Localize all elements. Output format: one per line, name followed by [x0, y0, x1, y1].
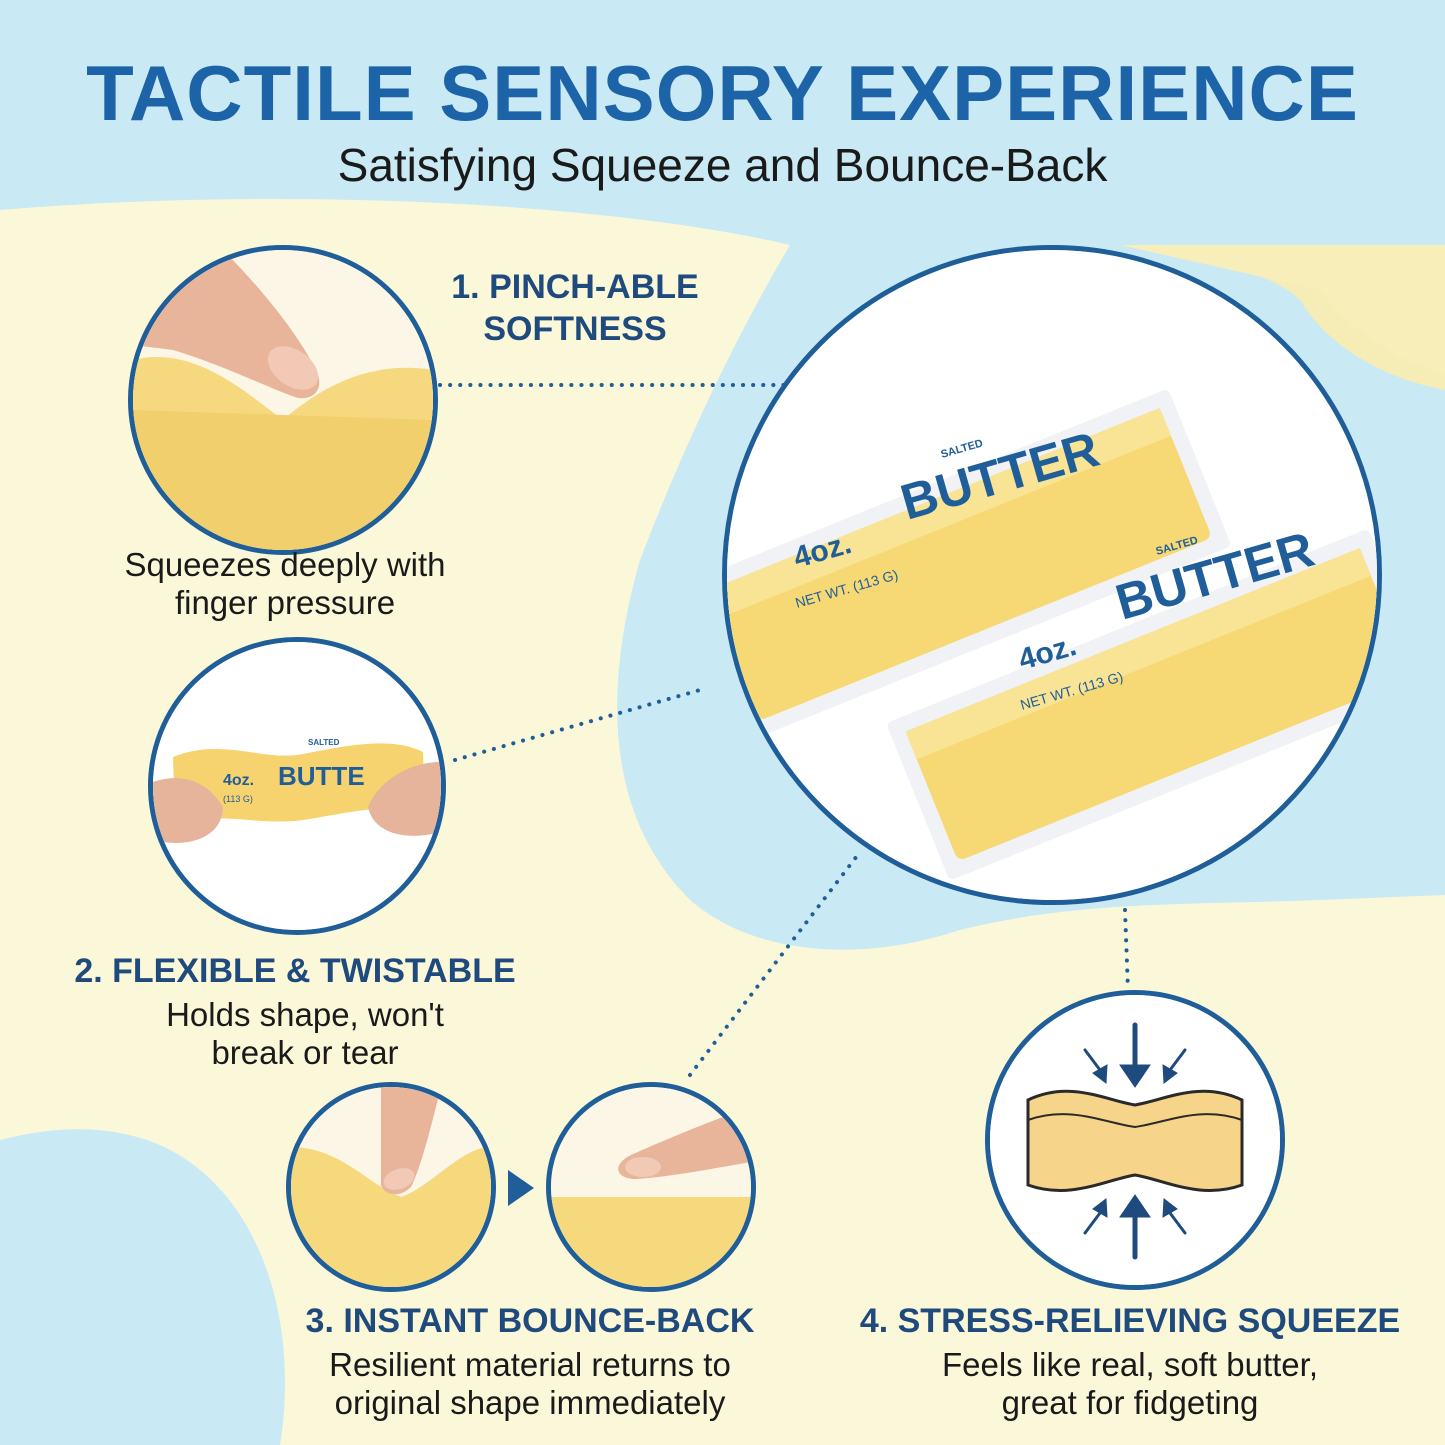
press-illustration	[291, 1087, 491, 1287]
butter-product-photo: SALTED BUTTER 4oz. NET WT. (113 G) SALTE…	[722, 245, 1382, 905]
flexible-twist-photo: SALTED BUTTE 4oz. (113 G)	[148, 637, 446, 935]
triangle-right-icon	[508, 1170, 534, 1206]
butter-bars-illustration: SALTED BUTTER 4oz. NET WT. (113 G) SALTE…	[727, 250, 1377, 900]
page-title: TACTILE SENSORY EXPERIENCE	[86, 49, 1359, 137]
pinch-softness-photo	[128, 245, 438, 555]
bounce-back-after-photo	[546, 1082, 756, 1292]
butter-bar-front	[887, 530, 1377, 880]
feature-4-heading: 4. STRESS-RELIEVING SQUEEZE	[859, 1302, 1401, 1340]
page-subtitle: Satisfying Squeeze and Bounce-Back	[337, 139, 1108, 191]
butter-bar-back	[727, 390, 1230, 740]
feature-1-description: Squeezes deeply with finger pressure	[124, 546, 446, 621]
small-salted-label: SALTED	[308, 738, 340, 747]
feature-3-description: Resilient material returns to original s…	[329, 1346, 731, 1421]
twist-illustration: SALTED BUTTE 4oz. (113 G)	[153, 642, 441, 930]
feature-4-description: Feels like real, soft butter, great for …	[941, 1346, 1318, 1421]
release-illustration	[551, 1087, 751, 1287]
feature-2-description: Holds shape, won't break or tear	[166, 996, 444, 1071]
squeeze-diagram	[985, 990, 1285, 1290]
feature-2-heading: 2. FLEXIBLE & TWISTABLE	[74, 952, 516, 990]
small-netwt-label: (113 G)	[223, 794, 253, 804]
small-weight-label: 4oz.	[223, 772, 254, 789]
pinch-illustration	[133, 250, 433, 550]
feature-1-heading: 1. PINCH-ABLE SOFTNESS	[451, 268, 699, 348]
compress-arrows-icon	[990, 995, 1280, 1285]
small-brand-label: BUTTE	[278, 761, 365, 791]
feature-3-heading: 3. INSTANT BOUNCE-BACK	[305, 1302, 755, 1340]
bounce-back-before-photo	[286, 1082, 496, 1292]
